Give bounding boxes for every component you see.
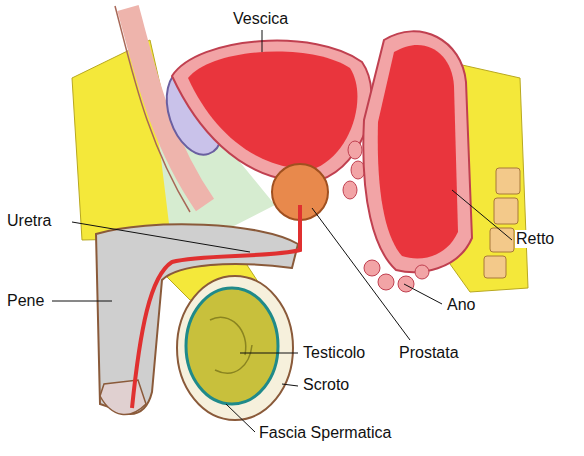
sphincter (364, 260, 429, 292)
leader-line (404, 284, 442, 304)
sphincter-part (378, 274, 394, 290)
vertebra (496, 168, 520, 194)
vesicle-lobe (348, 141, 362, 159)
leader-line (72, 222, 250, 252)
leader-line (240, 353, 298, 354)
vertebra (484, 256, 506, 278)
testis-detail (210, 317, 252, 373)
glans (100, 380, 146, 414)
sphincter-part (398, 276, 414, 292)
part-label: Ano (446, 296, 476, 314)
leader-lines (52, 30, 512, 432)
sphincter-part (364, 260, 380, 276)
scrotum (177, 276, 293, 420)
part-label: Retto (515, 230, 555, 248)
sacrum (484, 168, 520, 278)
rectum-wall (363, 31, 472, 272)
leader-line (282, 384, 298, 386)
bladder-wall (172, 41, 372, 180)
leader-line (262, 30, 263, 52)
rectum (378, 45, 458, 259)
part-label: Fascia Spermatica (258, 424, 393, 442)
leader-line (452, 190, 512, 240)
vertebra (494, 198, 518, 224)
part-label: Uretra (6, 212, 52, 230)
testis (186, 288, 278, 404)
part-label: Pene (6, 292, 45, 310)
seminal-vesicle (343, 141, 365, 199)
part-label: Prostata (398, 344, 460, 362)
part-label: Testicolo (302, 344, 366, 362)
sphincter-part (415, 265, 429, 279)
leader-line (52, 301, 112, 302)
bladder (188, 52, 357, 168)
leader-line (226, 404, 255, 432)
leader-line (312, 208, 410, 340)
part-label: Scroto (302, 376, 350, 394)
part-label: Vescica (232, 10, 289, 28)
vesicle-lobe (343, 181, 357, 199)
